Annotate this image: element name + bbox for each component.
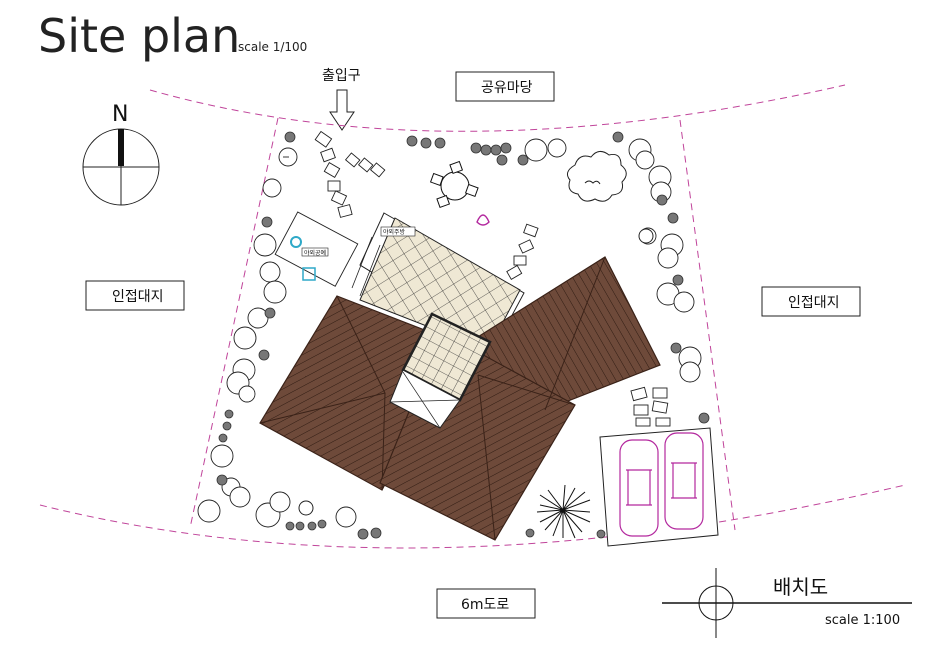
- neighbor-left-box: 인접대지: [85, 280, 185, 311]
- large-tree-icon: [566, 151, 627, 202]
- gear-icon: [290, 236, 302, 248]
- road-box: 6m도로: [436, 588, 536, 619]
- bin-icon: [302, 267, 316, 281]
- outdoor-wash-label: 야외주방: [383, 228, 406, 236]
- north-label: N: [112, 102, 128, 127]
- footer-cross-icon: [662, 568, 912, 638]
- tree-row-left: [197, 147, 357, 528]
- entrance-label: 출입구: [322, 68, 361, 84]
- small-courtyard: 야외공예: [274, 211, 359, 287]
- title-scale: scale 1/100: [238, 40, 307, 54]
- outdoor-table-icon: [429, 160, 479, 209]
- flower-tree-icon: [298, 500, 314, 516]
- north-compass-icon: N: [82, 102, 160, 206]
- tree-row-top: [524, 138, 702, 383]
- neighbor-right-box: 인접대지: [761, 286, 861, 317]
- car-icon: [619, 432, 704, 537]
- house-roof: [259, 256, 661, 541]
- neighbor-left-label: 인접대지: [112, 289, 164, 305]
- footer-scale: scale 1:100: [825, 613, 900, 628]
- swing-icon: [476, 214, 490, 226]
- public-yard-box: 공유마당: [455, 71, 555, 102]
- page-title: Site plan: [38, 9, 240, 63]
- neighbor-right-label: 인접대지: [788, 295, 840, 311]
- outdoor-seat-label: 야외공예: [304, 249, 326, 257]
- road-label: 6m도로: [461, 597, 509, 613]
- footer-title: 배치도: [773, 575, 828, 599]
- public-yard-label: 공유마당: [481, 80, 533, 96]
- stepping-stones: [314, 130, 671, 427]
- parking-area: [599, 427, 719, 547]
- entrance-arrow-icon: [329, 89, 355, 131]
- shrubs-top: [406, 131, 710, 539]
- spiky-tree-icon: [536, 484, 591, 539]
- site-boundary: [39, 84, 906, 549]
- shrubs-left: [216, 131, 382, 540]
